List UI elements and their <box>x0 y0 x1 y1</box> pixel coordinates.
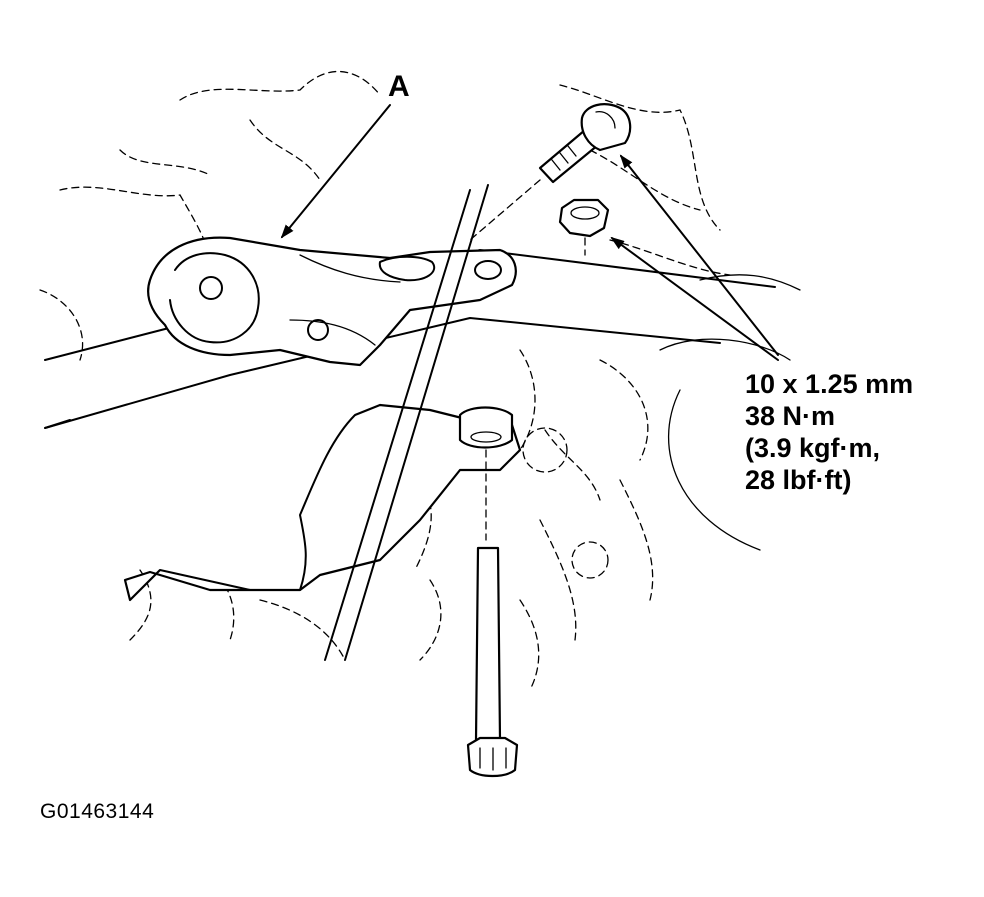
torque-spec-line: 28 lbf·ft) <box>745 465 852 495</box>
lower-bolt <box>466 546 519 778</box>
torque-spec-line: 10 x 1.25 mm <box>745 369 914 399</box>
lower-collar <box>458 406 514 541</box>
leader-arrow-bolt <box>619 154 779 356</box>
engine-block-background <box>39 70 801 691</box>
callout-arrows <box>280 104 779 361</box>
leader-arrow-a <box>280 104 391 239</box>
upper-nut <box>558 198 610 256</box>
torque-spec-line: (3.9 kgf·m, <box>745 433 881 463</box>
part-label-a: A <box>388 70 410 103</box>
figure-id: G01463144 <box>40 800 155 823</box>
leader-arrow-nut <box>610 236 779 361</box>
torque-rod-bracket-a <box>147 236 517 367</box>
torque-spec: 10 x 1.25 mm 38 N·m (3.9 kgf·m, 28 lbf·f… <box>745 368 913 496</box>
upper-bolt <box>469 103 632 241</box>
lower-mount-bracket <box>123 403 522 602</box>
torque-spec-line: 38 N·m <box>745 401 836 431</box>
support-rods <box>324 184 489 661</box>
